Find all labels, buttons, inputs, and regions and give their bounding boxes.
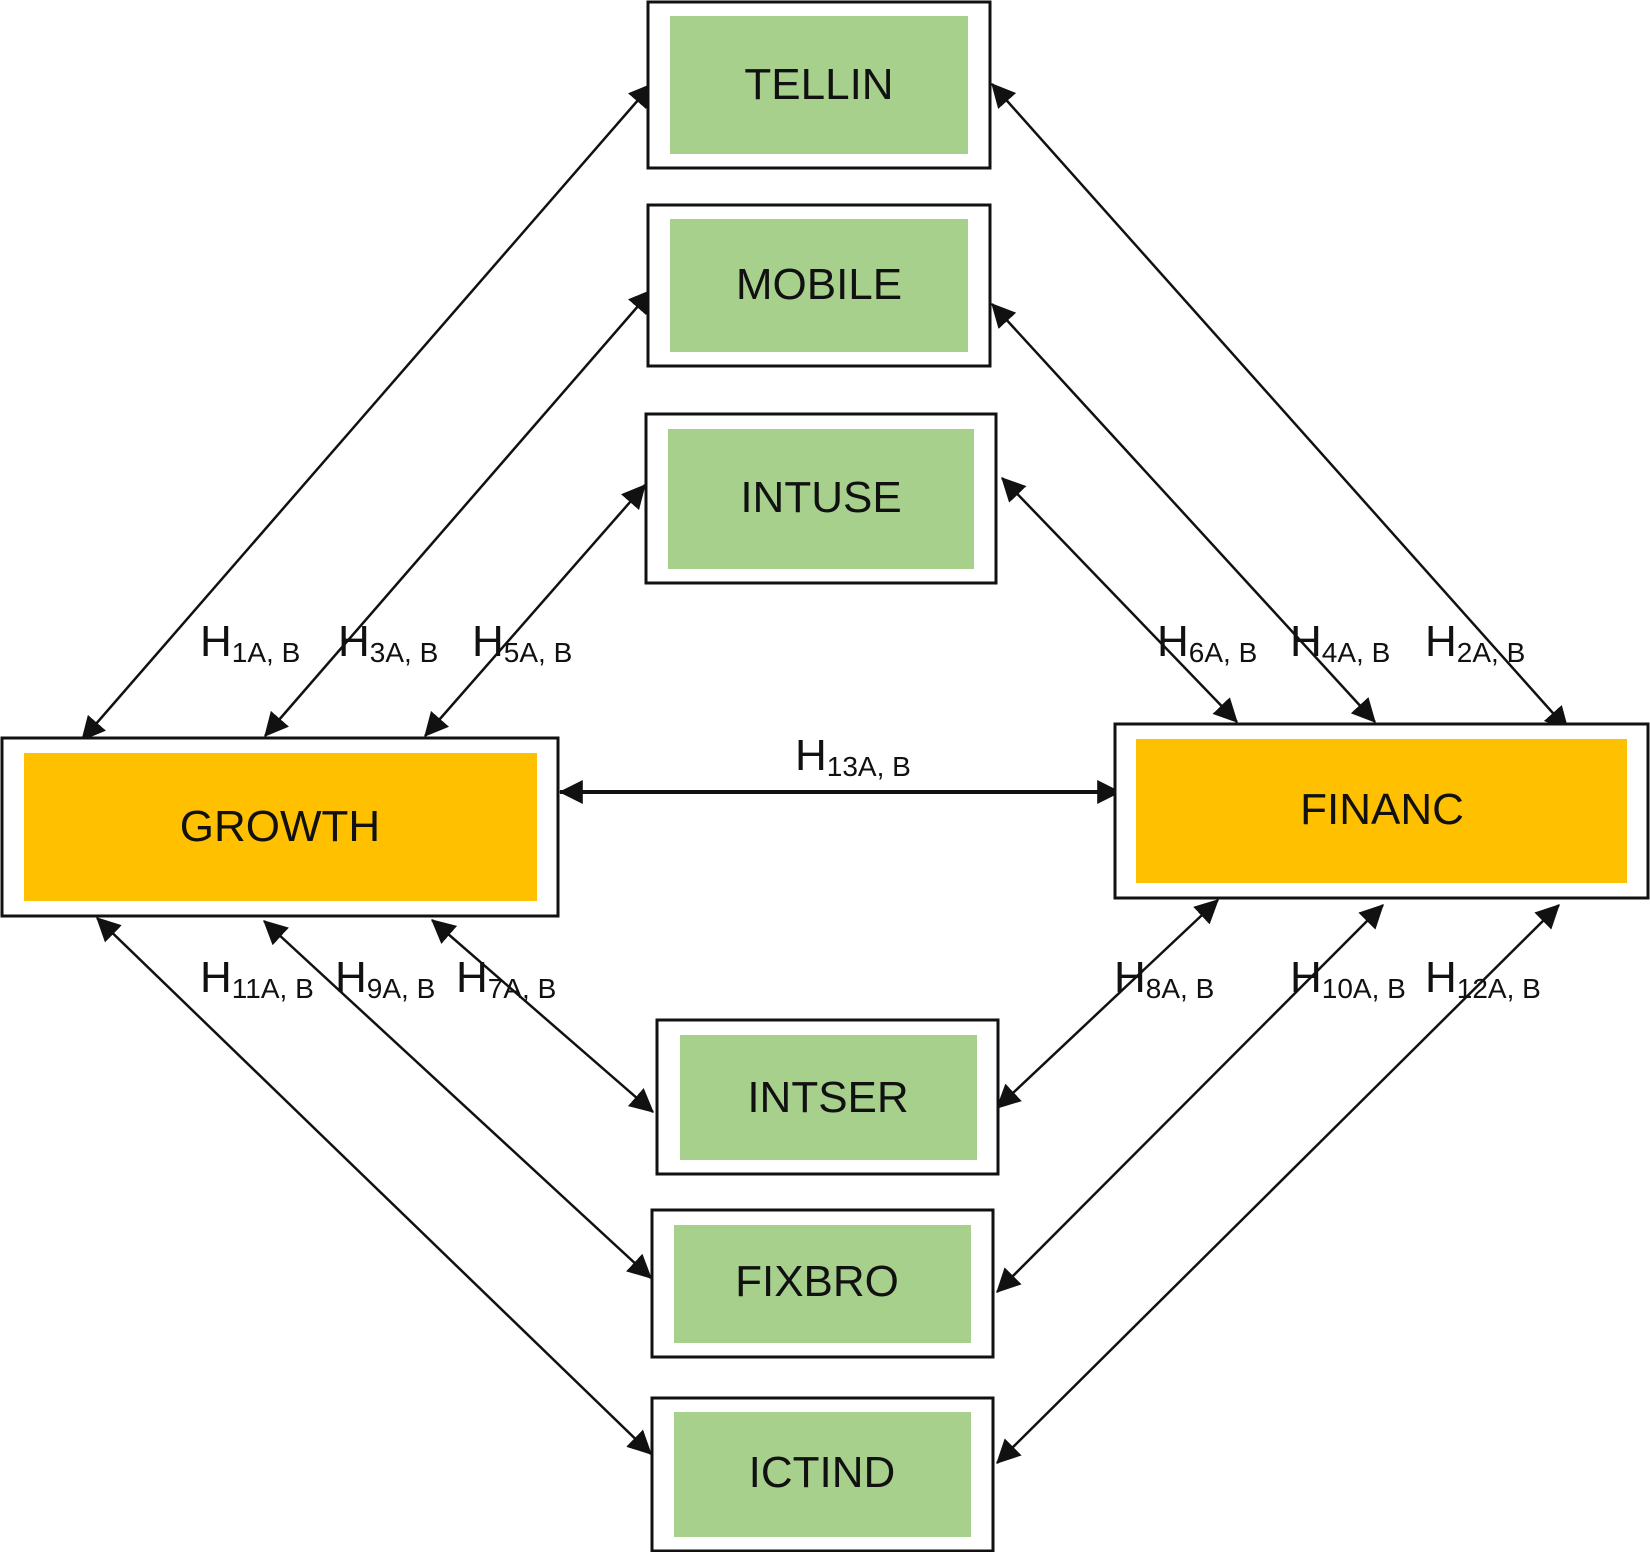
node-intuse: INTUSE <box>644 412 998 585</box>
node-financ-label: FINANC <box>1300 785 1464 834</box>
node-ictind-fill <box>674 1412 971 1537</box>
node-growth-label: GROWTH <box>180 802 380 851</box>
arrow-h6-intuse-financ <box>1001 477 1238 723</box>
hypothesis-label-h9: H9A, B <box>335 953 435 1004</box>
hypothesis-label-h3: H3A, B <box>338 617 438 668</box>
node-financ-fill <box>1136 739 1627 883</box>
node-tellin-label: TELLIN <box>744 60 893 109</box>
hypothesis-label-h8: H8A, B <box>1114 953 1214 1004</box>
arrow-h12-financ-ictind <box>996 904 1560 1464</box>
node-intser: INTSER <box>655 1018 1000 1176</box>
hypothesis-label-h6: H6A, B <box>1157 617 1257 668</box>
node-intuse-label: INTUSE <box>740 473 901 522</box>
node-mobile-fill <box>670 219 968 352</box>
node-growth-fill <box>24 753 537 901</box>
hypothesis-label-h12: H12A, B <box>1425 953 1541 1004</box>
hypothesis-label-h11: H11A, B <box>200 953 314 1004</box>
node-financ: FINANC <box>1113 722 1650 900</box>
arrow-h5-growth-intuse <box>424 484 646 737</box>
hypothesis-label-h1: H1A, B <box>200 617 300 668</box>
node-ictind-label: ICTIND <box>749 1448 896 1497</box>
node-growth: GROWTH <box>0 736 560 918</box>
arrow-h2-tellin-financ <box>991 83 1569 731</box>
node-tellin: TELLIN <box>646 0 992 170</box>
hypothesis-label-h4: H4A, B <box>1290 617 1390 668</box>
arrow-h3-growth-mobile <box>264 289 653 737</box>
hypothesis-label-h10: H10A, B <box>1290 953 1406 1004</box>
node-mobile: MOBILE <box>646 203 992 368</box>
node-intser-fill <box>680 1035 977 1160</box>
node-tellin-fill <box>670 16 968 154</box>
hypothesis-label-h13: H13A, B <box>795 731 911 782</box>
arrow-h8-financ-intser <box>996 899 1219 1109</box>
node-intuse-fill <box>668 429 974 569</box>
node-mobile-label: MOBILE <box>736 260 902 309</box>
hypothesis-label-h5: H5A, B <box>472 617 572 668</box>
node-fixbro-label: FIXBRO <box>735 1257 899 1306</box>
arrow-h7-growth-intser <box>431 919 654 1113</box>
node-intser-label: INTSER <box>747 1073 908 1122</box>
node-ictind: ICTIND <box>650 1396 995 1552</box>
hypothesis-labels: H1A, B H3A, B H5A, B H6A, B H4A, B H2A, … <box>200 617 1541 1004</box>
connectors <box>81 83 1569 1464</box>
arrow-h10-financ-fixbro <box>996 904 1384 1293</box>
hypothesis-label-h7: H7A, B <box>456 953 556 1004</box>
node-fixbro: FIXBRO <box>650 1208 995 1359</box>
hypothesis-label-h2: H2A, B <box>1425 617 1525 668</box>
node-fixbro-fill <box>674 1225 971 1343</box>
